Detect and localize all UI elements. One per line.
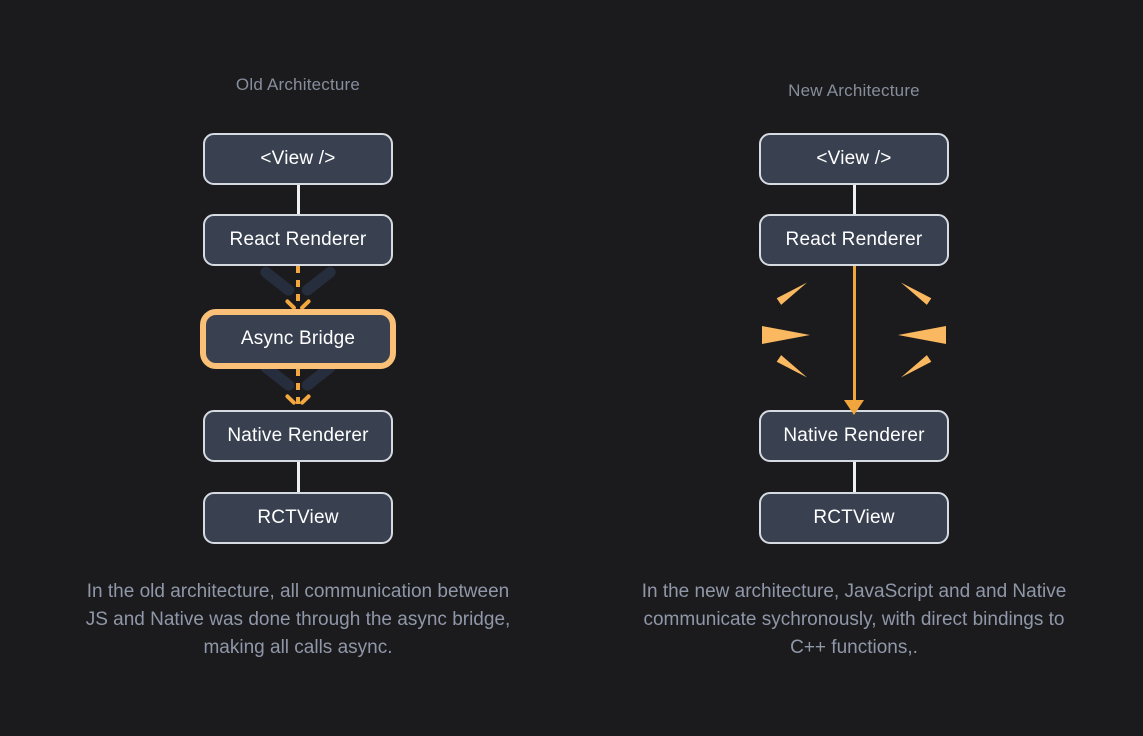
node-react-renderer[interactable]: React Renderer [203, 214, 393, 266]
node-label: React Renderer [785, 229, 923, 250]
connector-view-to-react-renderer [852, 185, 856, 214]
node-label: <View /> [260, 148, 336, 169]
node-view[interactable]: <View /> [759, 133, 949, 185]
arrowhead-down-icon [844, 400, 864, 415]
node-native-renderer[interactable]: Native Renderer [759, 410, 949, 462]
node-label: <View /> [816, 148, 892, 169]
node-rctview[interactable]: RCTView [759, 492, 949, 544]
caption-old-architecture: In the old architecture, all communicati… [85, 581, 511, 658]
connector-native-renderer-to-rctview [296, 462, 300, 492]
node-view[interactable]: <View /> [203, 133, 393, 185]
column-old-architecture: Old Architecture <View /> React Renderer… [18, 0, 578, 736]
node-async-bridge[interactable]: Async Bridge [200, 309, 396, 369]
node-label: RCTView [257, 507, 339, 528]
connector-native-renderer-to-rctview [852, 462, 856, 492]
column-title-new: New Architecture [788, 81, 920, 100]
node-label: Async Bridge [240, 328, 356, 349]
caption-new-architecture: In the new architecture, JavaScript and … [641, 581, 1067, 658]
node-label: Native Renderer [783, 425, 925, 446]
arrowhead-down-icon [287, 393, 309, 407]
connector-react-renderer-to-native-renderer [852, 266, 856, 417]
sync-burst-icon [754, 279, 954, 392]
connector-view-to-react-renderer [296, 185, 300, 214]
node-native-renderer[interactable]: Native Renderer [203, 410, 393, 462]
node-label: Native Renderer [227, 425, 369, 446]
column-new-architecture: New Architecture <View /> React Renderer… [574, 0, 1134, 736]
node-rctview[interactable]: RCTView [203, 492, 393, 544]
node-label: React Renderer [229, 229, 367, 250]
node-react-renderer[interactable]: React Renderer [759, 214, 949, 266]
connector-async-bridge-to-native-renderer [296, 369, 300, 407]
node-label: RCTView [813, 507, 895, 528]
column-title-old: Old Architecture [235, 75, 361, 94]
connector-react-renderer-to-async-bridge [296, 266, 300, 308]
